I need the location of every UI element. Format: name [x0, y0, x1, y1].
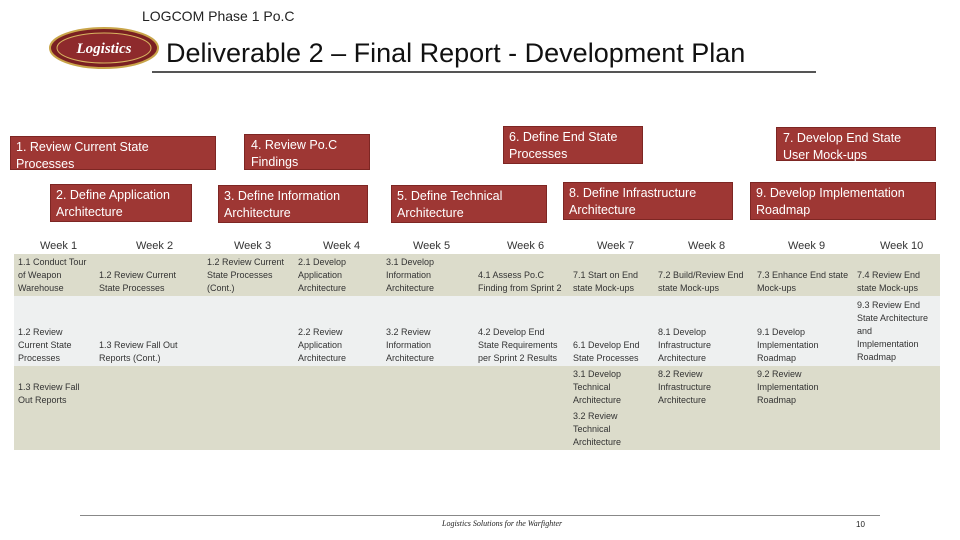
phase-label: 5. Define Technical Architecture	[397, 189, 503, 220]
phase-4-box: 4. Review Po.C Findings	[244, 134, 370, 170]
week-header: Week 3	[234, 240, 272, 252]
page-number: 10	[856, 520, 865, 529]
task-cell: 1.2 Review Current State Processes	[18, 327, 72, 363]
row-band	[14, 254, 940, 296]
phase-2-box: 2. Define Application Architecture	[50, 184, 192, 222]
task-cell: 3.1 Develop Technical Architecture	[573, 369, 622, 405]
week-header: Week 5	[413, 240, 451, 252]
week-header: Week 9	[788, 240, 826, 252]
task-cell: 7.1 Start on End state Mock-ups	[573, 270, 639, 293]
schedule-grid	[14, 254, 940, 450]
phase-label: 4. Review Po.C Findings	[251, 138, 338, 169]
week-header: Week 8	[688, 240, 726, 252]
phase-9-box: 9. Develop Implementation Roadmap	[750, 182, 936, 220]
task-cell: 7.2 Build/Review End state Mock-ups	[658, 270, 744, 293]
task-cell: 1.2 Review Current State Processes	[99, 270, 177, 293]
task-cell: 8.1 Develop Infrastructure Architecture	[658, 327, 712, 363]
phase-label: 9. Develop Implementation Roadmap	[756, 186, 905, 217]
task-cell: 3.2 Review Technical Architecture	[573, 411, 622, 447]
task-cell: 9.3 Review End State Architecture and Im…	[857, 300, 929, 362]
logo-text: Logistics	[76, 41, 132, 57]
week-header: Week 6	[507, 240, 545, 252]
phase-label: 2. Define Application Architecture	[56, 188, 170, 219]
phase-label: 6. Define End State Processes	[509, 130, 618, 161]
phase-label: 1. Review Current State Processes	[16, 140, 149, 171]
task-cell: 3.1 Develop Information Architecture	[386, 257, 435, 293]
task-cell: 1.1 Conduct Tour of Weapon Warehouse	[18, 257, 87, 293]
task-cell: 2.1 Develop Application Architecture	[298, 257, 347, 293]
phase-7-box: 7. Develop End State User Mock-ups	[776, 127, 936, 162]
week-header: Week 1	[40, 240, 78, 252]
phase-label: 7. Develop End State User Mock-ups	[783, 131, 902, 162]
week-header: Week 7	[597, 240, 635, 252]
footer-rule	[80, 515, 880, 516]
page-title: Deliverable 2 – Final Report - Developme…	[166, 38, 746, 68]
task-cell: 4.2 Develop End State Requirements per S…	[478, 327, 558, 363]
week-header: Week 2	[136, 240, 174, 252]
task-cell: 8.2 Review Infrastructure Architecture	[658, 369, 712, 405]
task-cell: 7.4 Review End state Mock-ups	[857, 270, 921, 293]
task-cell: 9.2 Review Implementation Roadmap	[757, 369, 819, 405]
task-cell: 6.1 Develop End State Processes	[573, 340, 640, 363]
row-band	[14, 366, 940, 450]
footer-tagline: Logistics Solutions for the Warfighter	[442, 519, 563, 528]
task-cell: 1.2 Review Current State Processes (Cont…	[207, 257, 285, 293]
task-cell: 2.2 Review Application Architecture	[298, 327, 347, 363]
task-cell: 3.2 Review Information Architecture	[386, 327, 435, 363]
week-header: Week 4	[323, 240, 361, 252]
phase-1-box: 1. Review Current State Processes	[10, 136, 216, 171]
phase-3-box: 3. Define Information Architecture	[218, 185, 368, 223]
phase-label: 3. Define Information Architecture	[224, 189, 341, 220]
title-underline	[152, 71, 816, 73]
phase-5-box: 5. Define Technical Architecture	[391, 185, 547, 223]
week-header: Week 10	[880, 240, 924, 252]
task-cell: 7.3 Enhance End state Mock-ups	[757, 270, 849, 293]
program-title: LOGCOM Phase 1 Po.C	[142, 8, 295, 24]
task-cell: 1.3 Review Fall Out Reports (Cont.)	[99, 340, 178, 363]
phase-6-box: 6. Define End State Processes	[503, 126, 643, 164]
phase-label: 8. Define Infrastructure Architecture	[569, 186, 697, 217]
task-cell: 1.3 Review Fall Out Reports	[18, 382, 80, 405]
phase-8-box: 8. Define Infrastructure Architecture	[563, 182, 733, 220]
task-cell: 4.1 Assess Po.C Finding from Sprint 2	[478, 270, 562, 293]
task-cell: 9.1 Develop Implementation Roadmap	[757, 327, 819, 363]
logistics-logo: Logistics	[49, 27, 159, 69]
row-band	[14, 296, 940, 366]
